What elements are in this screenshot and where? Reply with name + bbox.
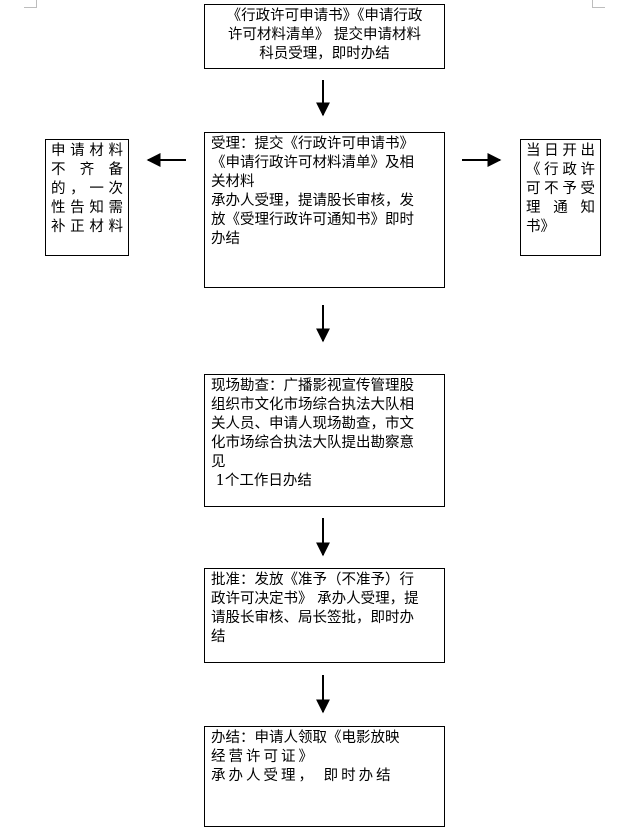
branch-notice-line: 当日开出: [526, 143, 595, 159]
step-finish-line: 经营许可证》: [211, 749, 316, 765]
step-accept-line: 放《受理行政许可通知书》即时: [211, 212, 414, 228]
step-finish-line: 办结：申请人领取《电影放映: [211, 730, 400, 746]
step-inspect-line: 现场勘查：广播影视宣传管理股: [211, 378, 414, 394]
step-accept-line: 受理：提交《行政许可申请书》: [211, 136, 414, 152]
step-site-inspection-box: 现场勘查：广播影视宣传管理股 组织市文化市场综合执法大队相 关人员、申请人现场勘…: [204, 374, 445, 507]
step-apply-line: 许可材料清单》 提交申请材料: [227, 27, 422, 43]
step-accept-line: 关材料: [211, 174, 255, 190]
step-inspect-line: 见: [211, 454, 226, 470]
step-apply-line: 科员受理，即时办结: [259, 46, 390, 62]
step-accept-line: 《申请行政许可材料清单》及相: [211, 155, 414, 171]
branch-incomplete-line: 的，一次: [51, 181, 123, 197]
step-approve-line: 政许可决定书》 承办人受理，提: [211, 591, 419, 607]
page-corner-mark-right: [592, 0, 605, 8]
step-inspect-line: 1个工作日办结: [211, 473, 312, 489]
step-approval-box: 批准：发放《准予（不准予）行 政许可决定书》 承办人受理，提 请股长审核、局长签…: [204, 568, 445, 663]
step-apply-box: 《行政许可申请书》《申请行政 许可材料清单》 提交申请材料 科员受理，即时办结: [204, 4, 445, 69]
branch-incomplete-line: 不 齐 备: [51, 162, 123, 178]
step-accept-line: 承办人受理，提请股长审核，发: [211, 193, 414, 209]
branch-incomplete-line: 补正材料: [51, 219, 123, 235]
step-apply-line: 《行政许可申请书》《申请行政: [226, 8, 423, 24]
page-corner-mark-left: [24, 0, 37, 8]
step-inspect-line: 化市场综合执法大队提出勘察意: [211, 435, 414, 451]
branch-notice-line: 理 通 知: [526, 200, 595, 216]
branch-incomplete-line: 性告知需: [51, 200, 123, 216]
step-inspect-line: 关人员、申请人现场勘查，市文: [211, 416, 414, 432]
branch-notice-line: 可不予受: [526, 181, 595, 197]
branch-notice-line: 书》: [526, 219, 555, 235]
step-accept-box: 受理：提交《行政许可申请书》 《申请行政许可材料清单》及相 关材料 承办人受理，…: [204, 132, 445, 288]
step-finish-line: 承办人受理， 即时办结: [211, 768, 394, 784]
step-approve-line: 批准：发放《准予（不准予）行: [211, 572, 414, 588]
step-inspect-line: 组织市文化市场综合执法大队相: [211, 397, 414, 413]
branch-not-accepted-notice-box: 当日开出 《行政许 可不予受 理 通 知 书》: [520, 139, 601, 256]
branch-notice-line: 《行政许: [526, 162, 595, 178]
step-approve-line: 结: [211, 629, 226, 645]
branch-incomplete-line: 申请材料: [51, 143, 123, 159]
step-completion-box: 办结：申请人领取《电影放映 经营许可证》 承办人受理， 即时办结: [204, 726, 445, 827]
step-accept-line: 办结: [211, 231, 240, 247]
step-approve-line: 请股长审核、局长签批，即时办: [211, 610, 414, 626]
branch-incomplete-materials-box: 申请材料 不 齐 备 的，一次 性告知需 补正材料: [45, 139, 129, 256]
